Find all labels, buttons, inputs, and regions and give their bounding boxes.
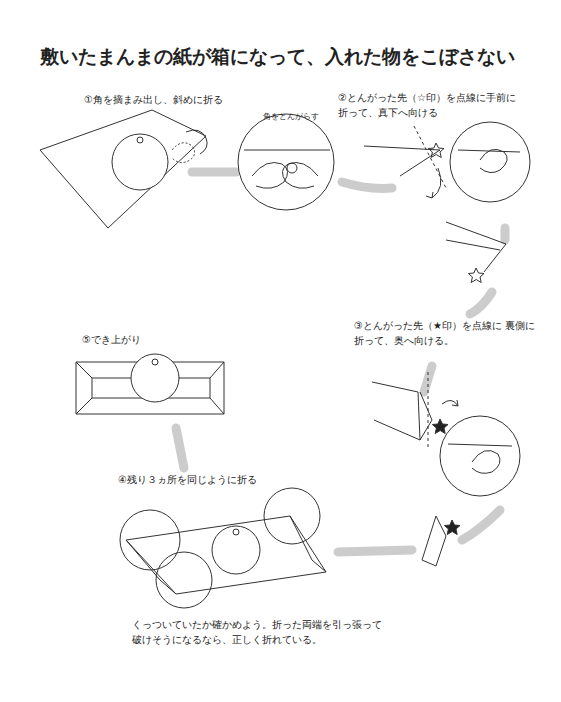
drawing-stroke — [172, 143, 195, 163]
drawing-stroke — [446, 222, 506, 272]
drawing-stroke — [422, 516, 446, 566]
drawing-stroke — [450, 122, 530, 202]
drawing-stroke — [480, 149, 507, 172]
step-text: ⑤でき上がり — [82, 332, 182, 347]
drawing-stroke — [364, 146, 440, 176]
drawing-stroke — [282, 163, 318, 189]
drawing-stroke — [432, 419, 448, 434]
drawing-stroke — [448, 444, 512, 446]
drawing-stroke — [137, 137, 143, 143]
drawing-stroke — [468, 268, 484, 283]
drawing-stroke — [420, 392, 432, 440]
drawing-stroke — [264, 488, 320, 544]
drawing-stroke — [252, 163, 288, 189]
step2-fold — [364, 126, 446, 198]
zoom-pinch — [238, 114, 334, 210]
step2-result — [446, 222, 506, 283]
drawing-stroke — [244, 150, 330, 151]
step-text: ②とんがった先（☆印）を点線に手前に 折って、真下へ向ける — [338, 90, 528, 120]
drawing-stroke — [192, 168, 236, 177]
step-text: ③とんがった先（★印）を点線に 裏側に折って、奥へ向ける。 — [354, 318, 539, 348]
step3-result — [422, 516, 460, 566]
drawing-stroke — [426, 192, 433, 198]
step-text: ①角を摘まみ出し、斜めに折る — [84, 92, 284, 107]
zoom-back-fold — [440, 416, 520, 496]
drawing-stroke — [152, 359, 158, 365]
zoom-fold — [450, 122, 530, 202]
drawing-stroke — [444, 520, 460, 535]
drawing-stroke — [432, 168, 441, 198]
step4-paper — [120, 488, 326, 608]
step1-paper — [40, 110, 207, 228]
drawing-stroke — [40, 110, 206, 228]
drawing-stroke — [131, 354, 179, 402]
drawing-stroke — [212, 526, 260, 574]
drawing-stroke — [338, 550, 412, 552]
drawing-stroke — [501, 228, 510, 240]
drawing-stroke — [233, 529, 239, 535]
drawing-stroke — [452, 400, 458, 406]
drawing-stroke — [440, 416, 520, 496]
finished-box — [76, 354, 224, 414]
drawing-stroke — [342, 182, 392, 188]
drawing-stroke — [126, 540, 176, 594]
step-text: ④残り３ヵ所を同じように折る — [118, 472, 318, 487]
drawing-stroke — [120, 510, 180, 570]
drawing-stroke — [428, 143, 444, 158]
drawing-stroke — [186, 130, 207, 154]
drawing-stroke — [156, 552, 212, 608]
drawing-stroke — [112, 134, 168, 190]
drawing-stroke — [462, 510, 500, 540]
drawing-stroke — [470, 292, 492, 314]
zoom-caption: 角をとんがらす — [263, 111, 323, 123]
drawing-stroke — [442, 400, 458, 406]
flow-arrows — [176, 172, 505, 552]
drawing-stroke — [287, 163, 297, 173]
drawing-stroke — [472, 450, 500, 473]
drawing-stroke — [176, 428, 184, 468]
drawing-stroke — [446, 240, 500, 250]
drawing-stroke — [238, 114, 334, 210]
drawing-stroke — [428, 372, 429, 448]
title: 敷いたまんまの紙が箱になって、入れた物をこぼさない — [40, 42, 515, 71]
note-text: くっついていたか確かめよう。折った両端を引っ張って 破けそうになるなら、正しく折… — [132, 617, 394, 647]
drawing-stroke — [372, 382, 420, 440]
